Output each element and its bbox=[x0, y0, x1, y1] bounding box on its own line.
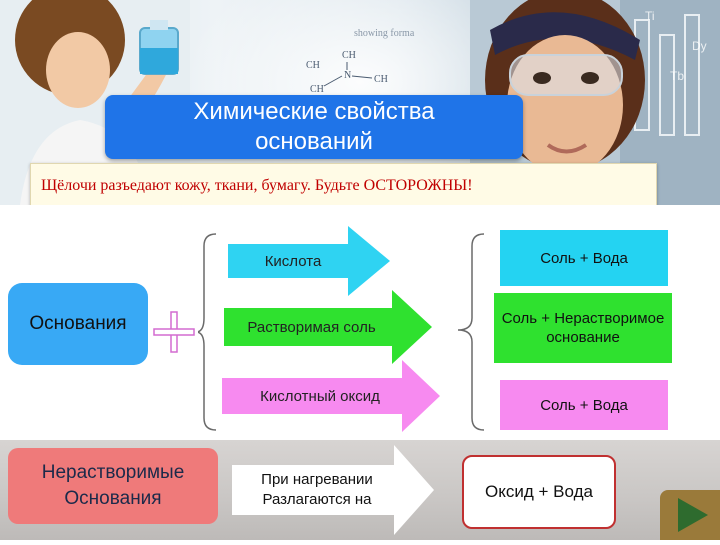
acid-arrow-shape bbox=[228, 226, 390, 296]
plus-icon bbox=[153, 311, 195, 353]
acid-oxide-arrow-shape bbox=[222, 360, 440, 432]
heating-arrow: При нагревании Разлагаются на bbox=[232, 445, 434, 535]
result-salt-water-1: Соль + Вода bbox=[500, 230, 668, 286]
heating-label: При нагревании Разлагаются на bbox=[261, 471, 373, 508]
svg-text:CH: CH bbox=[342, 50, 356, 61]
next-slide-button[interactable] bbox=[660, 490, 720, 540]
title-box: Химические свойства оснований bbox=[105, 95, 523, 159]
left-brace bbox=[198, 233, 217, 431]
insoluble-bases-box: Нерастворимые Основания bbox=[8, 448, 218, 524]
svg-text:Dy: Dy bbox=[692, 39, 707, 53]
acid-arrow: Кислота bbox=[228, 226, 390, 296]
acid-label: Кислота bbox=[264, 252, 322, 270]
acid-oxide-label: Кислотный оксид bbox=[260, 387, 380, 405]
page-title: Химические свойства оснований bbox=[193, 98, 435, 155]
result-salt-water-2: Соль + Вода bbox=[500, 380, 668, 430]
chemical-formula-graphic: CH CH N CH CH showing forma bbox=[306, 28, 415, 95]
svg-text:N: N bbox=[344, 70, 351, 81]
svg-text:Ti: Ti bbox=[645, 9, 655, 23]
warning-text: Щёлочи разъедают кожу, ткани, бумагу. Бу… bbox=[41, 177, 473, 194]
header-photo: CH CH N CH CH showing forma Ti Tb Dy bbox=[0, 0, 720, 205]
svg-text:CH: CH bbox=[374, 74, 388, 85]
right-brace bbox=[457, 233, 485, 431]
heating-arrow-shape bbox=[232, 445, 434, 535]
warning-banner: Щёлочи разъедают кожу, ткани, бумагу. Бу… bbox=[30, 163, 657, 205]
svg-text:showing forma: showing forma bbox=[354, 28, 415, 39]
svg-text:Tb: Tb bbox=[670, 69, 684, 83]
play-icon bbox=[678, 498, 708, 532]
bases-box: Основания bbox=[8, 283, 148, 365]
soluble-salt-label: Растворимая соль bbox=[247, 318, 376, 336]
oxide-water-box: Оксид + Вода bbox=[462, 455, 616, 529]
acid-oxide-arrow: Кислотный оксид bbox=[222, 360, 440, 432]
result-salt-insoluble-base: Соль + Нерастворимое основание bbox=[494, 293, 672, 363]
soluble-salt-arrow-shape bbox=[224, 290, 432, 364]
svg-text:CH: CH bbox=[306, 60, 320, 71]
soluble-salt-arrow: Растворимая соль bbox=[224, 290, 432, 364]
svg-text:CH: CH bbox=[310, 84, 324, 95]
